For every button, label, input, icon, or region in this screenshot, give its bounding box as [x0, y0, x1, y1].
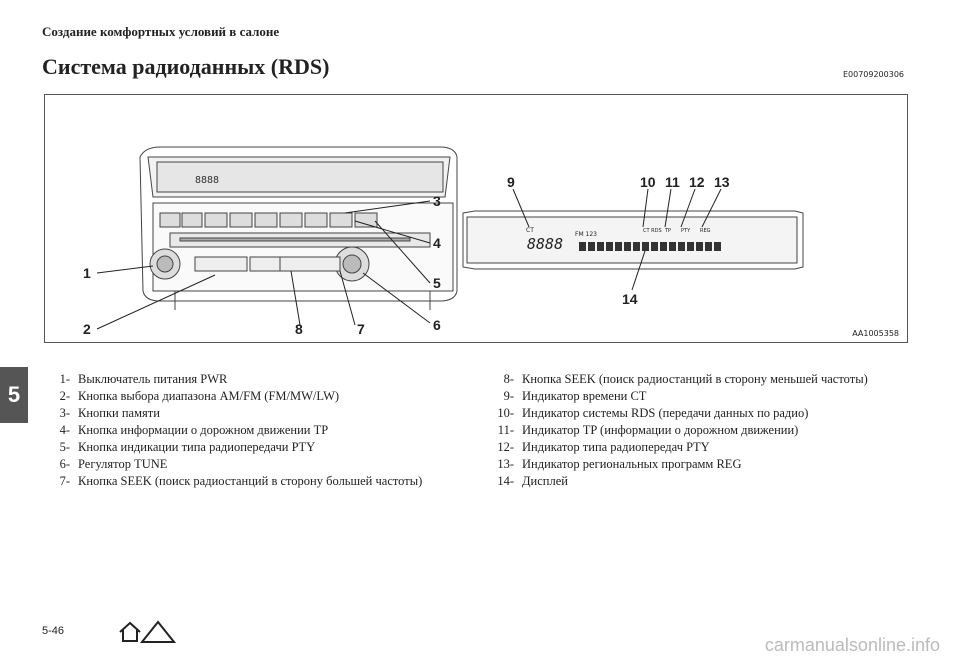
display-digits: 8888 — [527, 235, 563, 253]
right-legend-list: 8-Кнопка SEEK (поиск радиостанций в стор… — [488, 371, 908, 490]
page-number: 5-46 — [42, 625, 65, 637]
watermark: carmanualsonline.info — [764, 635, 940, 655]
list-item: 12-Индикатор типа радиопередач PTY — [497, 440, 710, 454]
callout-13: 13 — [714, 174, 730, 190]
list-item: 2-Кнопка выбора диапазона AM/FM (FM/MW/L… — [59, 389, 340, 403]
list-item: 13-Индикатор региональных программ REG — [497, 457, 742, 471]
chapter-tab: 5 — [0, 367, 28, 423]
list-item: 1-Выключатель питания PWR — [59, 372, 228, 386]
rds-display — [462, 210, 804, 270]
callout-4: 4 — [433, 235, 441, 251]
radio-illustration: 8888 CT 8888 FM 123 CT RDS TP PTY REG — [96, 146, 804, 330]
callout-12: 12 — [689, 174, 705, 190]
warning-triangle-icon[interactable] — [139, 620, 177, 643]
display-segments — [579, 242, 721, 251]
list-item: 3-Кнопки памяти — [59, 406, 160, 420]
navigation-icons — [118, 620, 178, 649]
left-legend-list: 1-Выключатель питания PWR 2-Кнопка выбор… — [44, 371, 424, 490]
fm-label: FM 123 — [575, 231, 597, 238]
callout-7: 7 — [357, 321, 365, 337]
section-title: Система радиоданных (RDS) — [42, 54, 330, 79]
section-code: E00709200306 — [842, 70, 904, 79]
radio-figure: 8888 CT 8888 FM 123 CT RDS TP PTY REG — [44, 94, 908, 343]
list-item: 9-Индикатор времени CT — [503, 389, 647, 403]
list-item: 4-Кнопка информации о дорожном движении … — [59, 423, 329, 437]
callout-3: 3 — [433, 193, 441, 209]
tp-indicator-label: TP — [664, 228, 671, 234]
preset-buttons — [159, 212, 378, 228]
home-icon[interactable] — [119, 621, 141, 642]
callout-8: 8 — [295, 321, 303, 337]
pty-indicator-label: PTY — [681, 228, 691, 234]
callout-1: 1 — [83, 265, 91, 281]
ct-rds-indicator-label: CT RDS — [643, 228, 662, 234]
list-item: 7-Кнопка SEEK (поиск радиостанций в стор… — [59, 474, 423, 488]
list-item: 8-Кнопка SEEK (поиск радиостанций в стор… — [503, 372, 868, 386]
callout-9: 9 — [507, 174, 515, 190]
callout-5: 5 — [433, 275, 441, 291]
ct-indicator-label: CT — [526, 227, 534, 234]
leader-lines — [96, 188, 722, 330]
callout-2: 2 — [83, 321, 91, 337]
callout-11: 11 — [665, 174, 680, 190]
page-header: Создание комфортных условий в салоне — [42, 24, 280, 39]
head-unit — [139, 146, 458, 310]
reg-indicator-label: REG — [700, 228, 711, 234]
callout-14: 14 — [622, 291, 638, 307]
list-item: 5-Кнопка индикации типа радиопередачи PT… — [59, 440, 316, 454]
list-item: 11-Индикатор TP (информации о дорожном д… — [497, 423, 799, 437]
list-item: 14-Дисплей — [497, 474, 568, 488]
callout-10: 10 — [640, 174, 656, 190]
list-item: 10-Индикатор системы RDS (передачи данны… — [497, 406, 809, 420]
list-item: 6-Регулятор TUNE — [59, 457, 168, 471]
callout-6: 6 — [433, 317, 441, 333]
head-unit-digits: 8888 — [195, 175, 219, 186]
figure-code: AA1005358 — [852, 329, 899, 338]
